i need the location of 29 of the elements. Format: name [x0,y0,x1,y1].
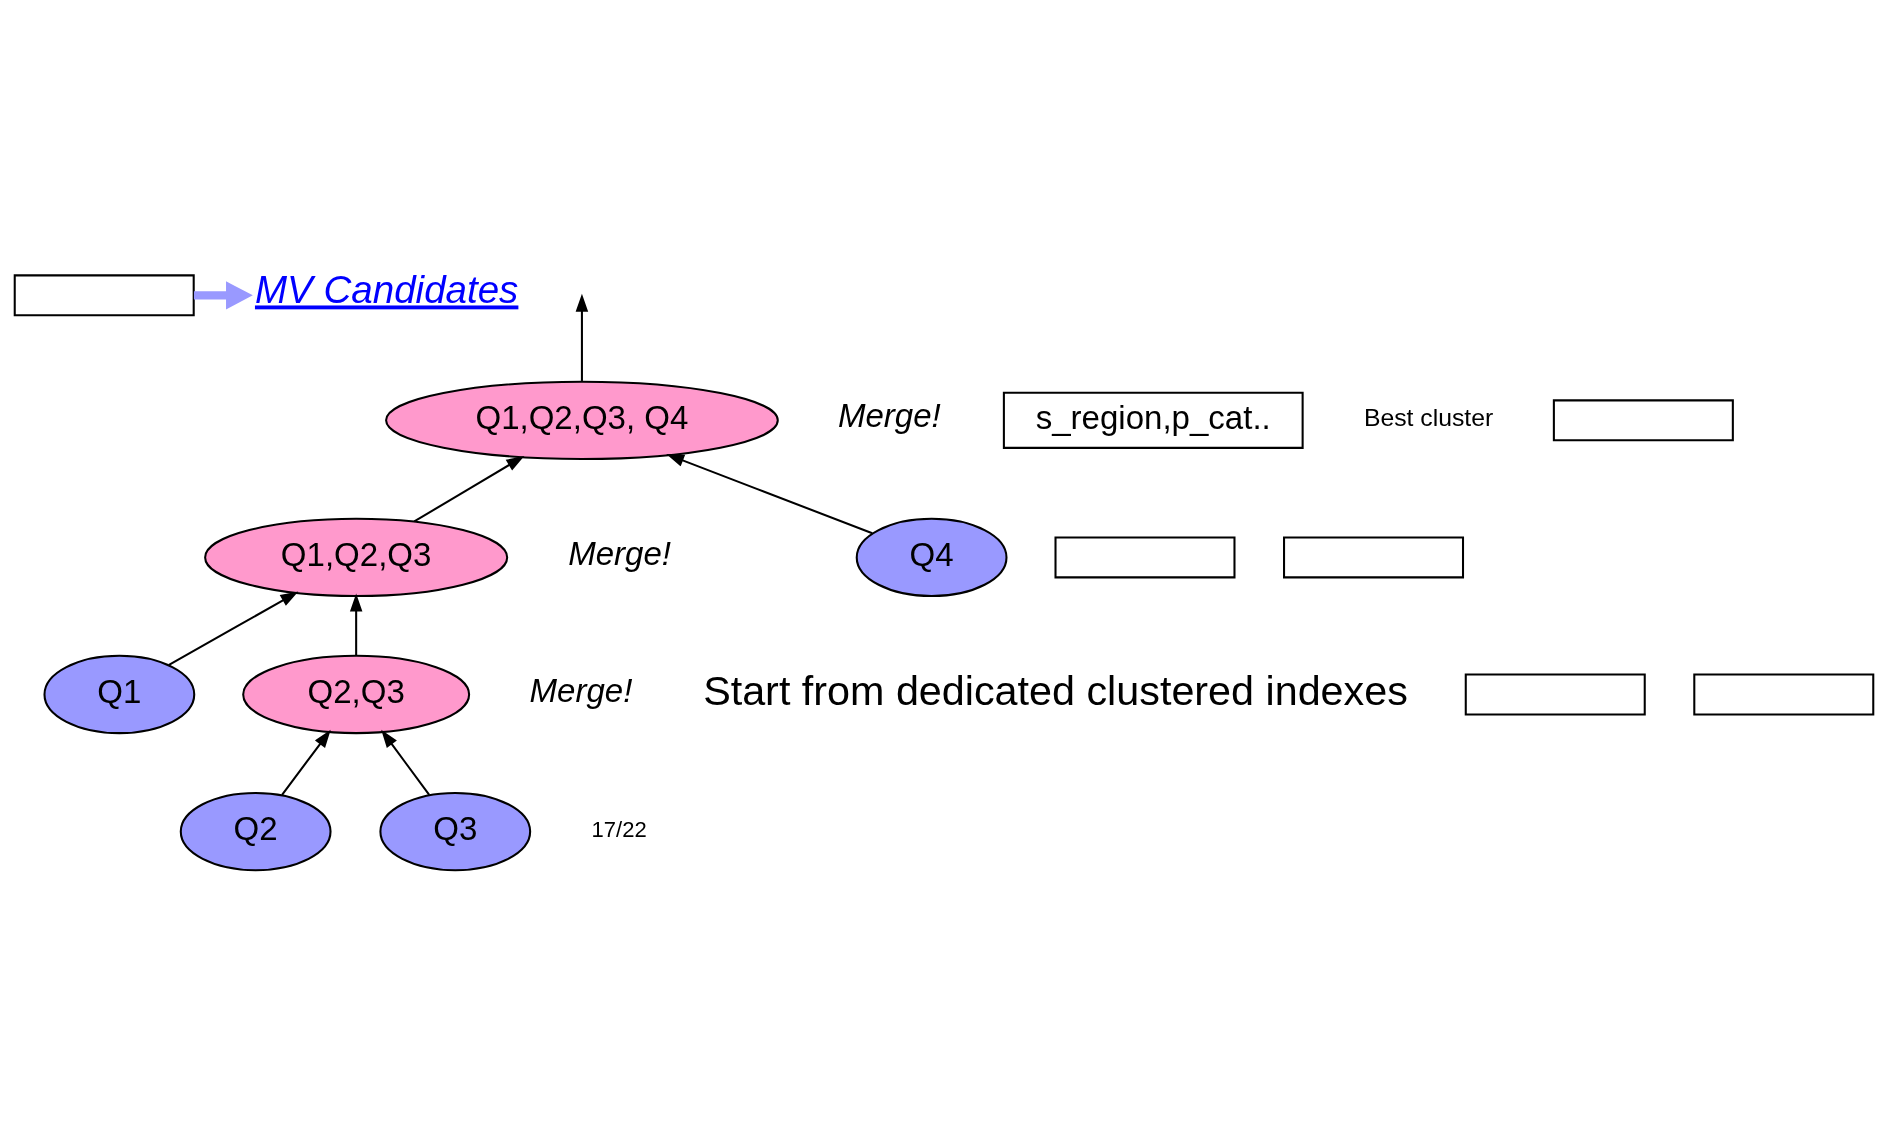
node-label: Merge! [568,534,671,572]
label: Start from dedicated clustered indexes [703,667,1408,714]
node-ellipse: Q3 [379,791,532,871]
node-ellipse: Q1,Q2,Q3, Q4 [385,380,779,460]
node-box [1283,535,1465,578]
arrow [193,280,253,309]
label: 17/22 [591,816,647,842]
arrow [281,729,331,795]
node-box [1552,398,1734,441]
node-label: Merge! [837,396,941,434]
arrow [413,455,525,522]
arrow [666,453,873,534]
node-box [13,273,195,316]
node-ellipse: Q2,Q3 [242,654,471,734]
arrow [349,593,363,655]
arrow [381,729,431,795]
node-ellipse: Q1 [43,654,196,734]
node-box [1054,535,1236,578]
node-label: Best cluster [1363,403,1494,431]
node-ellipse: Q4 [855,517,1008,597]
node-ellipse: Q2 [179,791,332,871]
node-label: Merge! [529,671,633,709]
arrow [168,591,299,666]
node-box [1693,673,1875,715]
node-box [1464,673,1646,715]
node-box: s_region,p_cat.. [1002,391,1304,449]
arrow [575,293,589,381]
node-text: MV Candidates [254,267,519,311]
node-ellipse: Q1,Q2,Q3 [204,517,509,597]
